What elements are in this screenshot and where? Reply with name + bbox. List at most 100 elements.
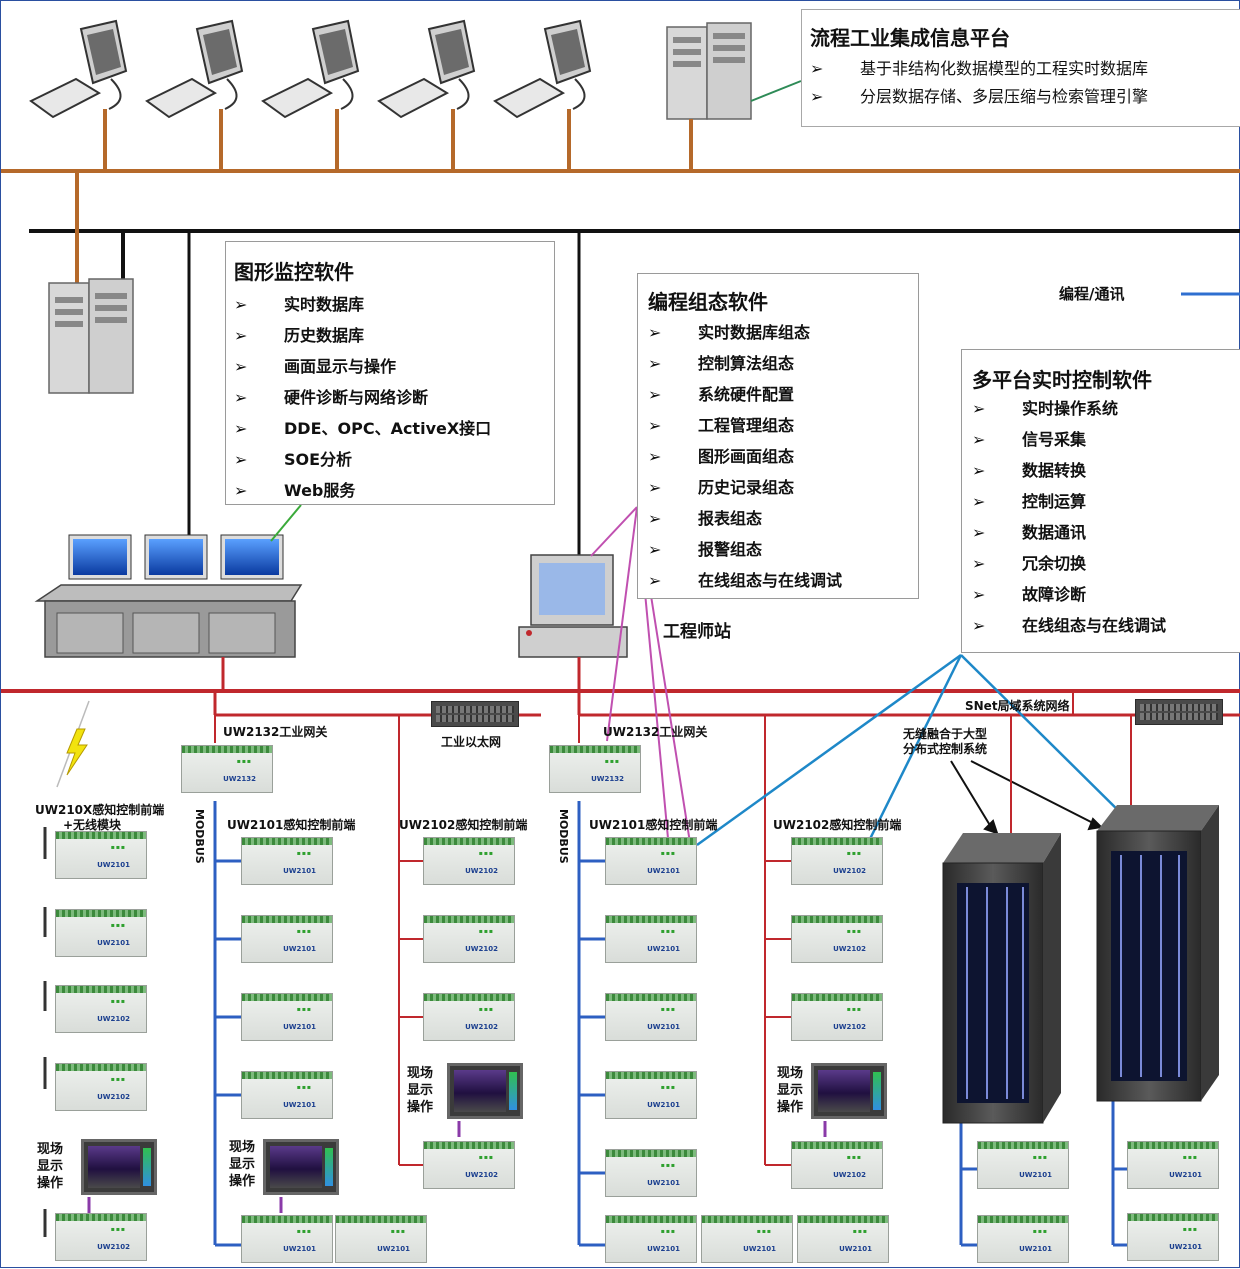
hmi-label-line: 操作 [777, 1100, 804, 1115]
front-module: ▪▪▪UW2101 [241, 1215, 333, 1263]
control-software-item: 冗余切换 [972, 548, 1240, 579]
config-software-item: 在线组态与在线调试 [648, 565, 918, 596]
device-model: UW2101 [283, 945, 316, 953]
hmi-label-line: 显示 [37, 1159, 64, 1174]
field-hmi-panel [811, 1063, 887, 1119]
device-model: UW2101 [839, 1245, 872, 1253]
front-module: ▪▪▪UW2101 [1127, 1141, 1219, 1189]
front-module: ▪▪▪UW2102 [423, 993, 515, 1041]
hmi-label-line: 现场 [407, 1066, 434, 1081]
field-hmi-panel [81, 1139, 157, 1195]
device-model: UW2101 [97, 861, 130, 869]
monitor-software-item: 画面显示与操作 [234, 351, 554, 382]
device-model: UW2101 [647, 867, 680, 875]
engineer-station-label: 工程师站 [663, 622, 731, 642]
front-module: ▪▪▪UW2102 [423, 837, 515, 885]
wireless-front-module: ▪▪▪UW2102 [55, 1063, 147, 1111]
device-model: UW2102 [833, 1023, 866, 1031]
device-model: UW2101 [283, 867, 316, 875]
front-module: ▪▪▪UW2101 [241, 1071, 333, 1119]
device-model: UW2102 [465, 867, 498, 875]
hmi-label-line: 显示 [777, 1083, 804, 1098]
device-model: UW2101 [647, 1179, 680, 1187]
front-module: ▪▪▪UW2102 [791, 837, 883, 885]
device-model: UW2101 [647, 1023, 680, 1031]
workstation-icon [377, 19, 476, 171]
ethernet-label: 工业以太网 [441, 735, 502, 749]
config-link [590, 506, 638, 557]
dcs-label: 无缝融合于大型 [903, 727, 988, 741]
legend-label: 编程/通讯 [1059, 285, 1125, 303]
hmi-label-line: 显示 [229, 1157, 256, 1172]
hmi-label-line: 操作 [229, 1174, 256, 1189]
platform-title: 流程工业集成信息平台 [810, 26, 1010, 50]
wireless-icon [56, 700, 90, 788]
front-2101-label: UW2101感知控制前端 [227, 818, 356, 832]
front-module: ▪▪▪UW2101 [797, 1215, 889, 1263]
config-software-item: 历史记录组态 [648, 472, 918, 503]
ethernet-switch-icon [431, 701, 519, 727]
device-model: UW2101 [1019, 1171, 1052, 1179]
front-module: ▪▪▪UW2102 [423, 1141, 515, 1189]
monitor-software-box: 图形监控软件 实时数据库 历史数据库 画面显示与操作 硬件诊断与网络诊断 DDE… [225, 241, 555, 506]
hmi-label: 现场 显示 操作 [407, 1065, 433, 1116]
front-2101-label: UW2101感知控制前端 [589, 818, 718, 832]
device-model: UW2101 [647, 1101, 680, 1109]
config-software-title: 编程组态软件 [648, 290, 768, 314]
device-model: UW2101 [97, 939, 130, 947]
device-model: UW2102 [97, 1093, 130, 1101]
gateway-label: UW2132工业网关 [223, 725, 328, 739]
wireless-front-module: ▪▪▪UW2101 [55, 831, 147, 879]
monitor-software-item: 历史数据库 [234, 320, 554, 351]
control-software-item: 信号采集 [972, 424, 1240, 455]
platform-item: 基于非结构化数据模型的工程实时数据库 [810, 55, 1240, 83]
device-model: UW2101 [283, 1101, 316, 1109]
workstation-icon [493, 19, 592, 171]
monitor-software-item: Web服务 [234, 475, 554, 506]
front-module: ▪▪▪UW2101 [605, 915, 697, 963]
config-software-item: 报表组态 [648, 503, 918, 534]
front-2102-label: UW2102感知控制前端 [399, 818, 528, 832]
workstation-icon [261, 19, 360, 171]
config-software-item: 图形画面组态 [648, 441, 918, 472]
front-module: ▪▪▪UW2101 [605, 837, 697, 885]
control-software-item: 数据通讯 [972, 517, 1240, 548]
front-module: ▪▪▪UW2101 [605, 993, 697, 1041]
hmi-label-line: 操作 [37, 1176, 64, 1191]
front-module: ▪▪▪UW2102 [791, 915, 883, 963]
device-model: UW2101 [1019, 1245, 1052, 1253]
device-model: UW2101 [283, 1245, 316, 1253]
device-model: UW2101 [1169, 1243, 1202, 1251]
device-model: UW2102 [97, 1243, 130, 1251]
hmi-label-line: 显示 [407, 1083, 434, 1098]
front-module: ▪▪▪UW2101 [701, 1215, 793, 1263]
control-software-item: 实时操作系统 [972, 393, 1240, 424]
workstation-icon [145, 19, 244, 171]
device-model: UW2102 [833, 945, 866, 953]
front-module: ▪▪▪UW2101 [977, 1141, 1069, 1189]
gateway-device: ▪▪▪UW2132 [181, 745, 273, 793]
hmi-label-line: 操作 [407, 1100, 434, 1115]
control-software-title: 多平台实时控制软件 [972, 368, 1152, 392]
wireless-front-module: ▪▪▪UW2101 [55, 909, 147, 957]
hmi-label-line: 现场 [37, 1142, 64, 1157]
monitor-software-title: 图形监控软件 [234, 260, 354, 284]
config-software-item: 实时数据库组态 [648, 317, 918, 348]
front-module: ▪▪▪UW2101 [605, 1149, 697, 1197]
front-module: ▪▪▪UW2101 [335, 1215, 427, 1263]
monitor-software-item: SOE分析 [234, 444, 554, 475]
front-module: ▪▪▪UW2101 [605, 1215, 697, 1263]
front-module: ▪▪▪UW2101 [241, 915, 333, 963]
monitor-software-item: DDE、OPC、ActiveX接口 [234, 413, 554, 444]
top-workstations [1, 19, 1240, 173]
front-module: ▪▪▪UW2102 [423, 915, 515, 963]
front-module: ▪▪▪UW2102 [791, 993, 883, 1041]
front-2102-label: UW2102感知控制前端 [773, 818, 902, 832]
device-model: UW2102 [97, 1015, 130, 1023]
device-model: UW2101 [743, 1245, 776, 1253]
platform-item: 分层数据存储、多层压缩与检索管理引擎 [810, 83, 1240, 111]
device-model: UW2102 [465, 945, 498, 953]
wireless-front-module: ▪▪▪UW2102 [55, 985, 147, 1033]
platform-server-icon [666, 22, 802, 171]
